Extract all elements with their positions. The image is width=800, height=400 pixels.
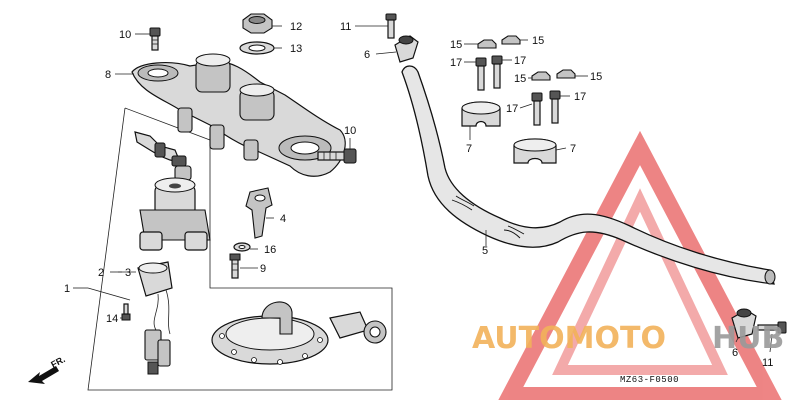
callout-15-a: 15 <box>450 39 462 51</box>
washer-16 <box>233 242 251 252</box>
callout-1: 1 <box>64 283 70 295</box>
washer-13 <box>239 41 275 55</box>
svg-text:HUB: HUB <box>712 321 784 356</box>
callout-7-left: 7 <box>466 143 472 155</box>
bolts-17 <box>475 55 561 126</box>
top-bridge-8 <box>131 53 346 177</box>
watermark-logo: AUTOMOTO HUB <box>472 321 784 356</box>
callout-17-b: 17 <box>514 55 526 67</box>
callout-17-c: 17 <box>506 103 518 115</box>
callout-9: 9 <box>260 263 266 275</box>
callout-17-a: 17 <box>450 57 462 69</box>
bolt-11-bottom <box>757 321 787 334</box>
key-4 <box>245 187 273 239</box>
front-direction-arrow: FR. <box>28 354 67 384</box>
callout-13: 13 <box>290 43 302 55</box>
handlebar-5 <box>401 65 776 285</box>
screw-14 <box>121 303 131 321</box>
callout-7-right: 7 <box>570 143 576 155</box>
bolt-11-top <box>385 13 397 39</box>
weight-6-bottom <box>731 308 757 339</box>
callout-15-d: 15 <box>590 71 602 83</box>
callout-11-top: 11 <box>340 21 351 33</box>
weight-6-top <box>394 35 419 63</box>
callout-14: 14 <box>106 313 118 325</box>
callout-2: 2 <box>98 267 104 279</box>
diagram-code: MZ63-F0500 <box>620 375 679 385</box>
connector-3 <box>137 261 173 375</box>
bolt-10-top <box>149 27 161 51</box>
fuel-cap-lock <box>211 301 387 365</box>
callout-5: 5 <box>482 245 488 257</box>
callout-16: 16 <box>264 244 276 256</box>
callout-6-top: 6 <box>364 49 370 61</box>
bolt-9 <box>229 253 241 279</box>
watermark-triangle <box>498 130 782 400</box>
holder-7-left <box>461 101 501 127</box>
callout-10-top: 10 <box>119 29 131 41</box>
callout-10-right: 10 <box>344 125 356 137</box>
leader-lines <box>73 25 773 353</box>
callout-12: 12 <box>290 21 302 33</box>
holder-7-right <box>513 138 557 164</box>
callout-4: 4 <box>280 213 286 225</box>
bolt-10-right <box>317 148 357 164</box>
callout-labels: 10 8 12 13 10 11 6 4 16 9 1 2 3 14 5 15 … <box>64 21 773 369</box>
callout-17-d: 17 <box>574 91 586 103</box>
callout-11-bottom: 11 <box>762 357 773 369</box>
front-direction-label: FR. <box>49 354 66 370</box>
callout-3: 3 <box>125 267 131 279</box>
group-outline <box>87 107 393 391</box>
callout-6-bottom: 6 <box>732 347 738 359</box>
keys <box>134 131 192 181</box>
callout-8: 8 <box>105 69 111 81</box>
ignition-switch-2 <box>139 177 211 251</box>
caps-15 <box>477 35 576 81</box>
svg-text:AUTOMOTO: AUTOMOTO <box>472 321 666 356</box>
callout-15-c: 15 <box>514 73 526 85</box>
nut-12 <box>242 13 273 34</box>
callout-15-b: 15 <box>532 35 544 47</box>
